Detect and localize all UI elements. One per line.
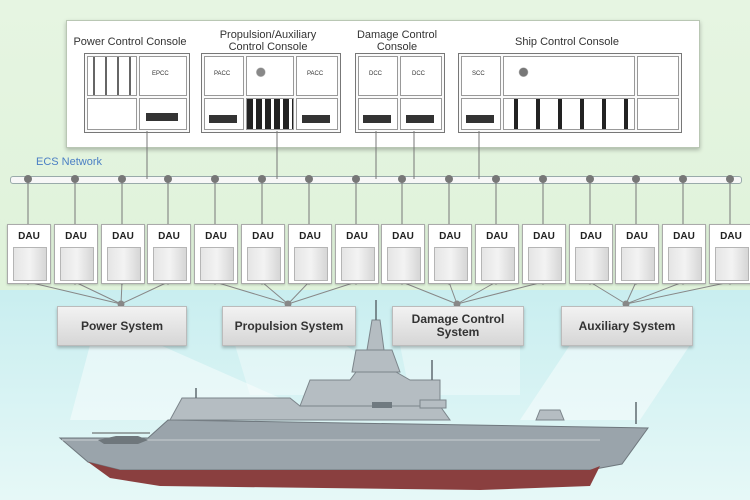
- window-strip: [372, 402, 392, 408]
- damage-control-system-box: Damage Control System: [392, 306, 524, 346]
- dau-unit: DAU: [381, 224, 425, 284]
- dau-label: DAU: [392, 231, 414, 242]
- propulsion-gauges: [246, 56, 294, 96]
- dau-unit: DAU: [54, 224, 98, 284]
- dau-unit: DAU: [7, 224, 51, 284]
- dau-cabinet: [668, 247, 702, 281]
- dau-cabinet: [13, 247, 47, 281]
- dau-unit: DAU: [335, 224, 379, 284]
- power-system-box: Power System: [57, 306, 187, 346]
- propulsion-levers: [246, 98, 294, 130]
- dau-cabinet: [341, 247, 375, 281]
- power-display: [87, 56, 137, 96]
- pacc-label-2: PACC: [307, 71, 324, 77]
- dau-cabinet: [60, 247, 94, 281]
- dau-unit: DAU: [147, 224, 191, 284]
- dau-unit: DAU: [709, 224, 750, 284]
- dau-cabinet: [200, 247, 234, 281]
- dau-label: DAU: [158, 231, 180, 242]
- pacc-screen-2: PACC: [296, 56, 338, 96]
- dau-unit: DAU: [241, 224, 285, 284]
- dau-label: DAU: [533, 231, 555, 242]
- damage-console-panel: DCC DCC: [355, 53, 445, 133]
- scc-screen: SCC: [461, 56, 501, 96]
- dau-unit: DAU: [662, 224, 706, 284]
- dcc-screen-2: DCC: [400, 56, 442, 96]
- dau-cabinet: [715, 247, 749, 281]
- dau-unit: DAU: [615, 224, 659, 284]
- power-console-panel: EPCC: [84, 53, 190, 133]
- epcc-screen: EPCC: [139, 56, 187, 96]
- ship-hull: [58, 419, 649, 490]
- dau-unit: DAU: [428, 224, 472, 284]
- propulsion-console-panel: PACC PACC: [201, 53, 341, 133]
- power-lower-left: [87, 98, 137, 130]
- dau-unit: DAU: [101, 224, 145, 284]
- dcc-screen-1: DCC: [358, 56, 398, 96]
- ship-masts: [195, 300, 637, 424]
- dau-cabinet: [387, 247, 421, 281]
- ship-superstructure: [169, 319, 565, 421]
- dcc-label-2: DCC: [412, 71, 425, 77]
- dau-label: DAU: [205, 231, 227, 242]
- dau-unit: DAU: [194, 224, 238, 284]
- dau-cabinet: [575, 247, 609, 281]
- power-console-title: Power Control Console: [73, 36, 187, 48]
- dau-unit: DAU: [522, 224, 566, 284]
- dau-label: DAU: [439, 231, 461, 242]
- epcc-label: EPCC: [152, 71, 169, 77]
- helicopter: [92, 432, 150, 444]
- dau-label: DAU: [112, 231, 134, 242]
- dau-label: DAU: [673, 231, 695, 242]
- dau-unit: DAU: [288, 224, 332, 284]
- dau-cabinet: [294, 247, 328, 281]
- damage-console-title: Damage Control Console: [356, 29, 438, 53]
- dau-unit: DAU: [475, 224, 519, 284]
- dau-cabinet: [107, 247, 141, 281]
- dau-cabinet: [481, 247, 515, 281]
- pacc-label-1: PACC: [214, 71, 231, 77]
- dau-label: DAU: [18, 231, 40, 242]
- dau-cabinet: [247, 247, 281, 281]
- dau-label: DAU: [580, 231, 602, 242]
- propulsion-system-box: Propulsion System: [222, 306, 356, 346]
- dau-label: DAU: [626, 231, 648, 242]
- ship-console-panel: SCC: [458, 53, 682, 133]
- dau-cabinet: [434, 247, 468, 281]
- dau-label: DAU: [346, 231, 368, 242]
- dau-label: DAU: [299, 231, 321, 242]
- power-lower-right: [139, 98, 187, 130]
- dau-label: DAU: [720, 231, 742, 242]
- ecs-network-label: ECS Network: [36, 156, 103, 168]
- propulsion-console-title: Propulsion/Auxiliary Control Console: [219, 29, 317, 53]
- ship-gauges: [503, 56, 635, 96]
- ship-levers: [503, 98, 635, 130]
- pacc-screen-1: PACC: [204, 56, 244, 96]
- auxiliary-system-box: Auxiliary System: [561, 306, 693, 346]
- dau-label: DAU: [252, 231, 274, 242]
- dau-cabinet: [153, 247, 187, 281]
- dau-label: DAU: [486, 231, 508, 242]
- scc-label: SCC: [472, 71, 485, 77]
- dau-cabinet: [621, 247, 655, 281]
- dau-unit: DAU: [569, 224, 613, 284]
- dau-label: DAU: [65, 231, 87, 242]
- dcc-label-1: DCC: [369, 71, 382, 77]
- dau-cabinet: [528, 247, 562, 281]
- ship-console-title: Ship Control Console: [515, 36, 619, 48]
